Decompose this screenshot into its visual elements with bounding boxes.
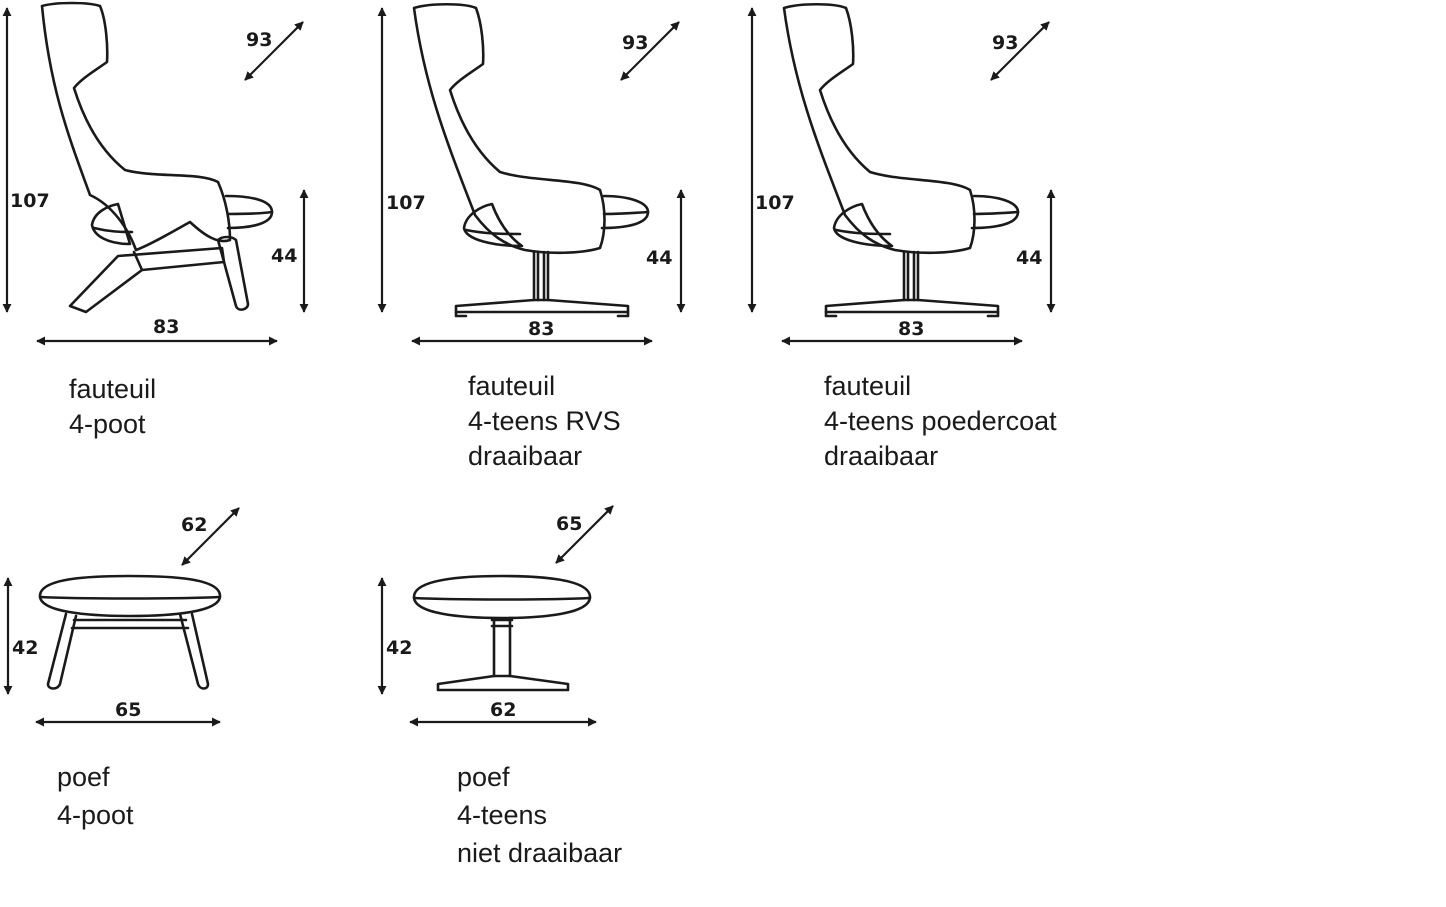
caption-line: 4-teens RVS xyxy=(468,406,621,436)
caption-armchair-swivel-steel: fauteuil 4-teens RVS draaibaar xyxy=(468,369,621,474)
caption-line: 4-poot xyxy=(69,409,146,439)
caption-line: 4-teens poedercoat xyxy=(824,406,1057,436)
seat-height-label: 44 xyxy=(646,247,672,269)
caption-line: draaibaar xyxy=(468,441,583,471)
height-label: 42 xyxy=(386,637,412,659)
caption-line: draaibaar xyxy=(824,441,939,471)
caption-line: 4-teens xyxy=(457,800,548,830)
width-label: 83 xyxy=(528,318,554,340)
depth-label: 93 xyxy=(246,29,272,51)
height-label: 42 xyxy=(12,637,38,659)
width-label: 65 xyxy=(115,699,141,721)
caption-pouf-4-toe: poef 4-teens niet draaibaar xyxy=(457,758,622,872)
width-label: 83 xyxy=(898,318,924,340)
caption-pouf-4-leg: poef 4-poot xyxy=(57,758,134,834)
caption-armchair-swivel-powdercoat: fauteuil 4-teens poedercoat draaibaar xyxy=(824,369,1057,474)
armchair-4-leg-dimensions: 107 93 44 83 xyxy=(2,7,309,346)
seat-height-label: 44 xyxy=(271,245,297,267)
pouf-4-toe-dimensions: 65 42 62 xyxy=(377,505,614,727)
caption-line: fauteuil xyxy=(69,374,157,404)
depth-label: 65 xyxy=(556,513,582,535)
pouf-4-leg-dimensions: 62 42 65 xyxy=(3,507,240,727)
seat-height-label: 44 xyxy=(1016,247,1042,269)
caption-line: poef xyxy=(457,762,510,792)
caption-line: niet draaibaar xyxy=(457,838,623,868)
depth-label: 93 xyxy=(992,32,1018,54)
width-label: 62 xyxy=(490,699,516,721)
caption-line: fauteuil xyxy=(824,371,912,401)
height-label: 107 xyxy=(10,190,50,212)
height-label: 107 xyxy=(386,192,426,214)
caption-line: poef xyxy=(57,762,110,792)
caption-armchair-4-leg: fauteuil 4-poot xyxy=(69,372,156,442)
armchair-swivel-powdercoat-drawing xyxy=(782,2,1020,318)
pouf-4-leg-drawing xyxy=(38,574,222,690)
caption-line: 4-poot xyxy=(57,800,134,830)
depth-label: 93 xyxy=(622,32,648,54)
depth-label: 62 xyxy=(181,514,207,536)
armchair-swivel-steel-dimensions: 107 93 44 83 xyxy=(377,7,686,346)
armchair-swivel-steel-drawing xyxy=(412,2,650,318)
height-label: 107 xyxy=(755,192,795,214)
armchair-4-leg-drawing xyxy=(40,1,274,314)
width-label: 83 xyxy=(153,316,179,338)
armchair-swivel-powdercoat-dimensions: 107 93 44 83 xyxy=(747,7,1056,346)
caption-line: fauteuil xyxy=(468,371,556,401)
pouf-4-toe-drawing xyxy=(412,574,592,692)
